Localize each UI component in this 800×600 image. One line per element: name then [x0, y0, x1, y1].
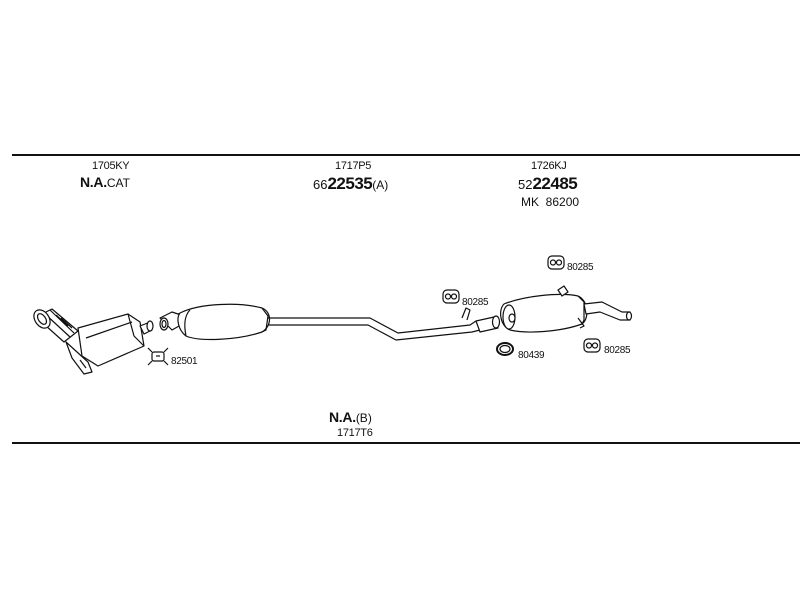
middle-part-prefix: 66 — [313, 177, 328, 192]
right-part-prefix: 52 — [518, 177, 533, 192]
bottom-divider — [12, 442, 800, 444]
middle-silencer — [159, 303, 271, 341]
intermediate-pipe — [268, 307, 501, 341]
callout-hanger-1-label: 80285 — [462, 297, 489, 308]
right-part-number: 5222485 — [518, 174, 578, 194]
clamp-icon — [147, 347, 169, 366]
rear-silencer — [500, 285, 633, 333]
top-divider — [12, 154, 800, 156]
right-alt-value: 86200 — [545, 195, 580, 209]
catalytic-converter — [33, 308, 154, 375]
right-part-bold: 22485 — [532, 174, 578, 193]
callout-clamp-label: 82501 — [171, 356, 198, 367]
bottom-name-bold: N.A. — [329, 409, 356, 425]
callout-hanger-3-label: 80285 — [604, 345, 631, 356]
callout-hanger-2-label: 80285 — [567, 262, 594, 273]
left-name-bold: N.A. — [80, 174, 107, 190]
right-alt-number: MK 86200 — [521, 195, 579, 209]
middle-part-code: 1717P5 — [335, 160, 372, 172]
bottom-part-name: N.A.(B) — [329, 409, 372, 427]
bottom-name-suffix: (B) — [355, 411, 372, 425]
middle-part-bold: 22535 — [327, 174, 373, 193]
bottom-part-code: 1717T6 — [337, 427, 373, 439]
right-alt-prefix: MK — [521, 195, 539, 209]
middle-part-number: 6622535(A) — [313, 174, 388, 194]
rubber-hanger-icon — [442, 289, 460, 304]
left-part-name: N.A.CAT — [80, 174, 130, 192]
callout-ring-label: 80439 — [518, 350, 545, 361]
left-part-code: 1705KY — [92, 160, 130, 172]
left-name-suffix: CAT — [106, 176, 130, 190]
rubber-hanger-icon — [547, 255, 565, 270]
middle-part-suffix: (A) — [372, 178, 389, 192]
rubber-hanger-icon — [583, 338, 601, 353]
clamp-ring-icon — [496, 342, 514, 356]
right-part-code: 1726KJ — [531, 160, 567, 172]
